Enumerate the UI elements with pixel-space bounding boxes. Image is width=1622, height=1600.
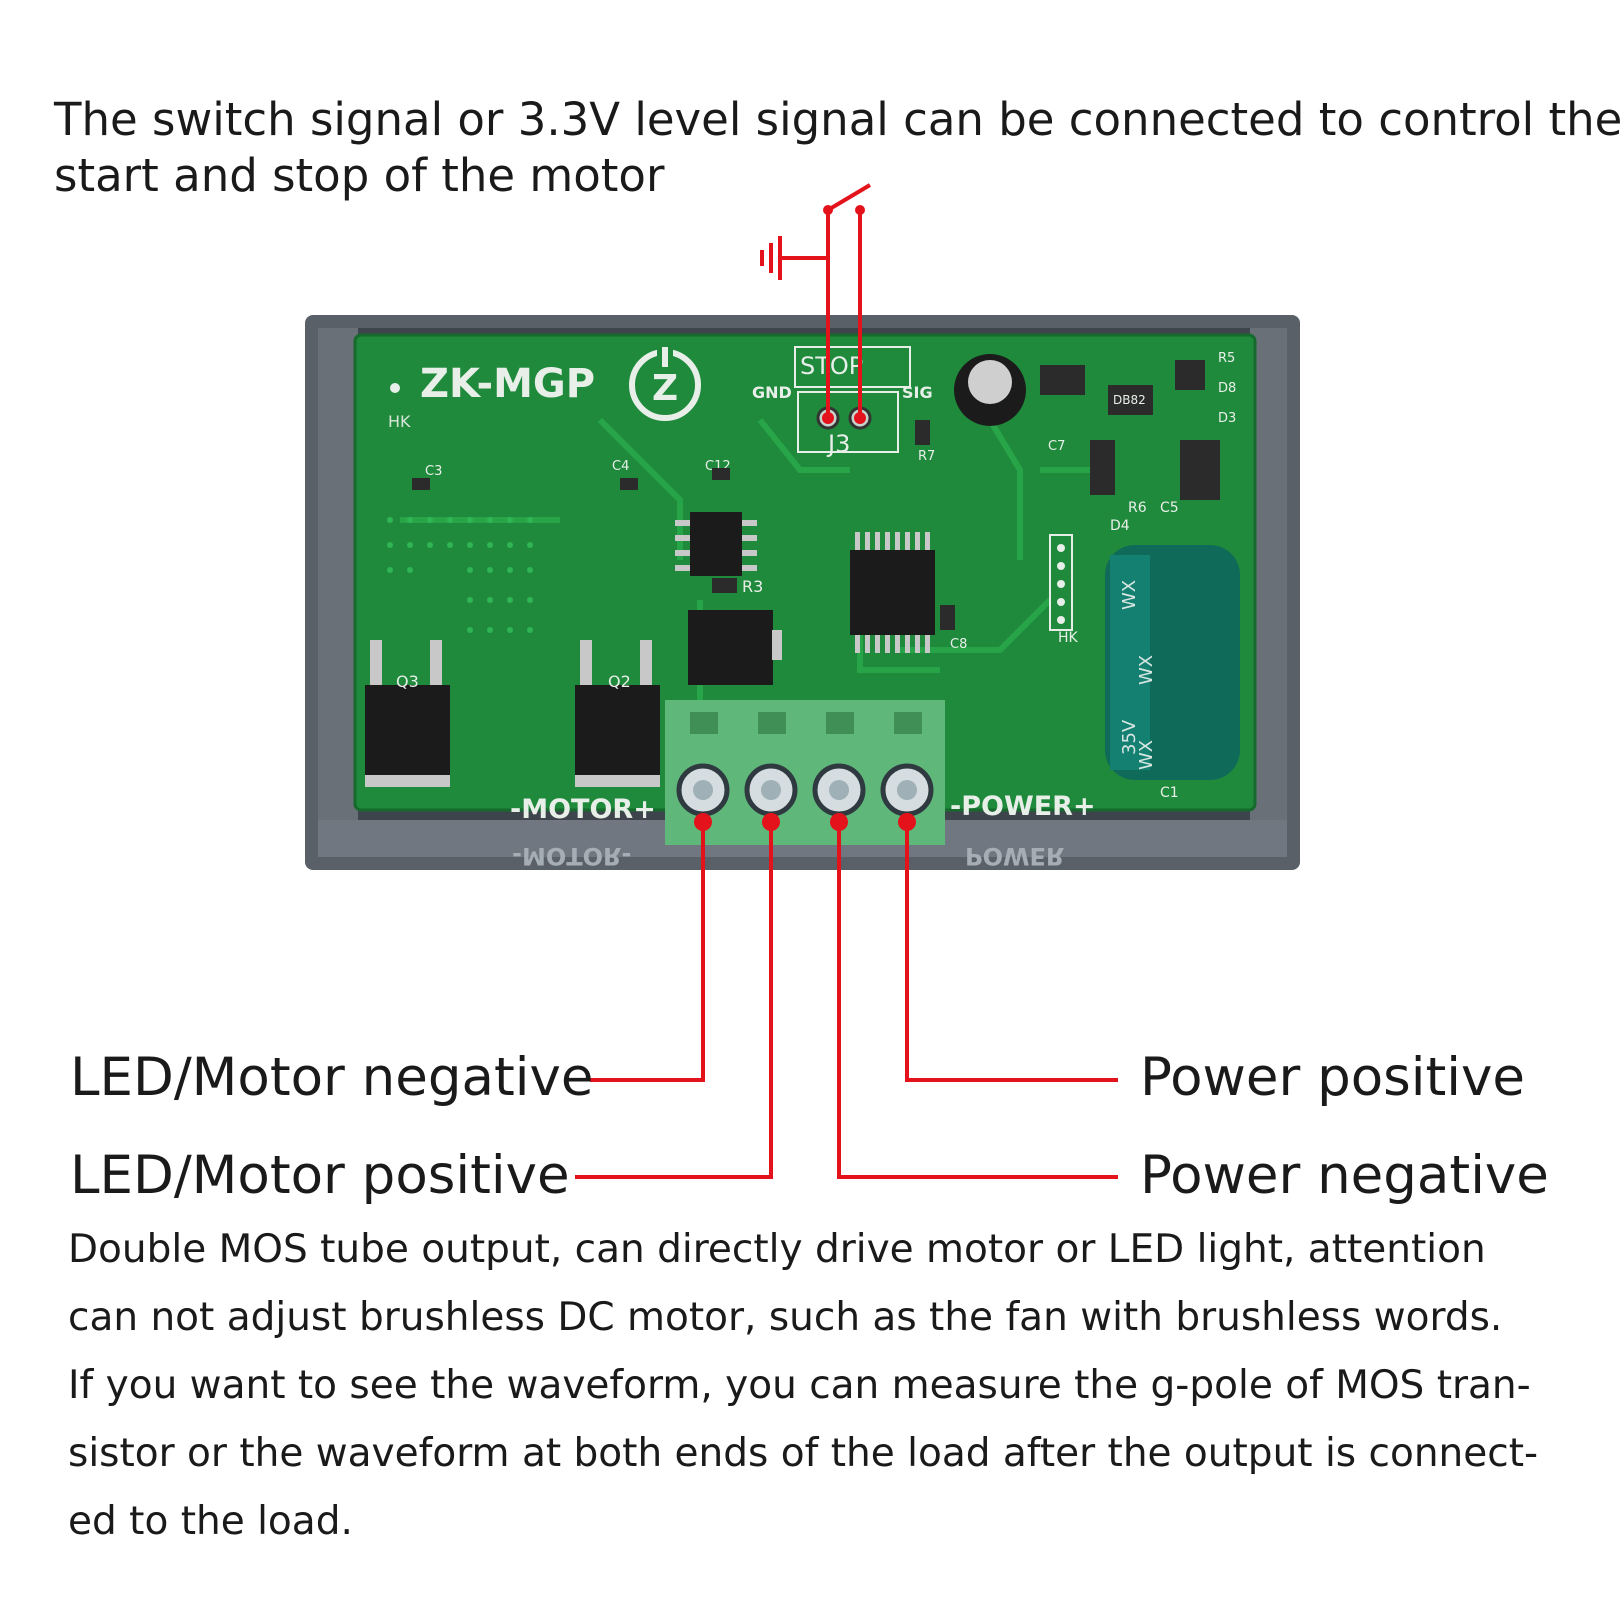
board-model-label: ZK-MGP	[420, 361, 595, 407]
cap-mark-wx-2: WX	[1136, 655, 1157, 685]
top-caption-line2: start and stop of the motor	[54, 149, 665, 202]
header-pins	[1049, 534, 1073, 631]
silk-r5: R5	[1218, 351, 1235, 366]
silk-r6: R6	[1128, 500, 1147, 516]
switch-label: STOP	[800, 352, 863, 380]
description-line2: can not adjust brushless DC motor, such …	[68, 1295, 1503, 1340]
switch-contacts	[822, 205, 866, 424]
label-power-positive: Power positive	[1140, 1047, 1525, 1108]
mos-regulator	[688, 610, 773, 685]
description-line3: If you want to see the waveform, you can…	[68, 1363, 1531, 1408]
silk-c3: C3	[425, 464, 442, 479]
cap-mark-wx-3: WX	[1136, 740, 1157, 770]
description: Double MOS tube output, can directly dri…	[68, 1216, 1538, 1556]
description-line4: sistor or the waveform at both ends of t…	[68, 1431, 1539, 1476]
sig-label: SIG	[902, 383, 933, 402]
silk-d3: D3	[1218, 411, 1236, 426]
silk-c8: C8	[950, 637, 967, 652]
ic-chip-mcu	[850, 550, 935, 635]
silk-c1: C1	[1160, 785, 1179, 801]
description-line5: ed to the load.	[68, 1499, 353, 1544]
pcb-board: ZK-MGP HK Z STOP GND SIG J3	[353, 333, 1257, 870]
silk-q3: Q3	[396, 672, 419, 691]
top-caption-line1: The switch signal or 3.3V level signal c…	[54, 93, 1622, 146]
silk-d4: D4	[1110, 518, 1130, 534]
terminal-wire-dots	[694, 813, 916, 831]
label-power-negative: Power negative	[1140, 1145, 1549, 1206]
mosfet-q3	[365, 640, 450, 787]
silk-d8: D8	[1218, 381, 1236, 396]
silk-r7: R7	[918, 449, 935, 464]
motor-terminal-mirror: -MOTOR-	[512, 842, 631, 870]
silk-c4: C4	[612, 459, 629, 474]
gnd-label: GND	[752, 383, 792, 402]
via-grid	[387, 517, 533, 633]
cap-mark-wx-1: WX	[1119, 580, 1140, 610]
power-terminal-label: -POWER+	[950, 791, 1096, 822]
svg-text:Z: Z	[652, 368, 678, 409]
description-line1: Double MOS tube output, can directly dri…	[68, 1227, 1486, 1272]
jumper-label: J3	[826, 430, 850, 458]
terminal-wiring	[575, 822, 1118, 1179]
cap-mark-35v: 35V	[1119, 719, 1140, 755]
silk-r3: R3	[742, 577, 763, 596]
ic-chip-small	[690, 512, 742, 576]
silk-q2: Q2	[608, 672, 631, 691]
brand-logo-icon: Z	[629, 345, 701, 421]
chip-mark-db82: DB82	[1113, 393, 1146, 407]
motor-terminal-label: -MOTOR+	[510, 794, 656, 825]
switch-wiring	[760, 183, 872, 418]
top-caption: The switch signal or 3.3V level signal c…	[54, 92, 1622, 204]
power-terminal-mirror: POWER	[965, 842, 1064, 870]
silk-c7: C7	[1048, 439, 1065, 454]
silk-c5: C5	[1160, 500, 1179, 516]
silk-hk: HK	[1058, 630, 1079, 646]
electrolytic-capacitor: WX 35V WX WX	[1105, 545, 1240, 780]
label-motor-negative: LED/Motor negative	[70, 1047, 594, 1108]
label-motor-positive: LED/Motor positive	[70, 1145, 570, 1206]
board-hk-mark: HK	[388, 412, 411, 431]
mosfet-q2	[575, 640, 660, 787]
